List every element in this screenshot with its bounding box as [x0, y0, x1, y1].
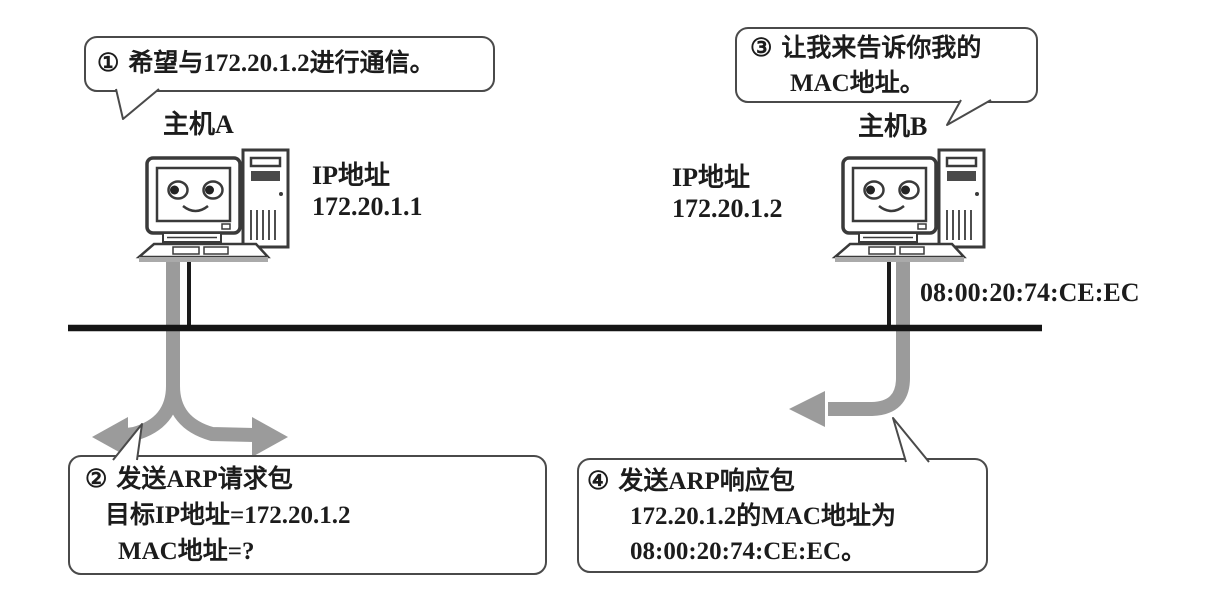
host-b-name: 主机B	[858, 112, 928, 141]
host-a-ip-value: 172.20.1.1	[312, 192, 423, 221]
step3-number: ③	[750, 35, 773, 62]
host-b-ip-value: 172.20.1.2	[672, 194, 783, 223]
callout-step2-line2: 目标IP地址=172.20.1.2	[105, 502, 351, 529]
arp-reply-arrow	[789, 254, 910, 427]
step2-number: ②	[85, 466, 108, 493]
host-a-name: 主机A	[163, 110, 234, 139]
host-a-computer-icon	[137, 148, 290, 264]
host-a-ip-caption: IP地址	[312, 161, 391, 190]
right-arrowhead	[252, 417, 288, 457]
left-arrowhead	[92, 417, 128, 457]
callout-step2-line3: MAC地址=?	[118, 538, 255, 565]
host-b-ip-label: IP地址 172.20.1.2	[672, 162, 783, 224]
reply-arrowhead	[789, 391, 825, 427]
host-b-mac-value: 08:00:20:74:CE:EC	[920, 278, 1140, 307]
host-b-computer-icon	[833, 148, 986, 264]
host-a-ip-label: IP地址 172.20.1.1	[312, 160, 423, 222]
callout-step4-line2: 172.20.1.2的MAC地址为	[630, 503, 896, 530]
step4-number: ④	[587, 468, 610, 495]
callout-step4-line3: 08:00:20:74:CE:EC。	[630, 538, 867, 565]
callout-step3-line2: MAC地址。	[790, 70, 925, 97]
step1-number: ①	[97, 50, 120, 77]
host-b-ip-caption: IP地址	[672, 163, 751, 192]
